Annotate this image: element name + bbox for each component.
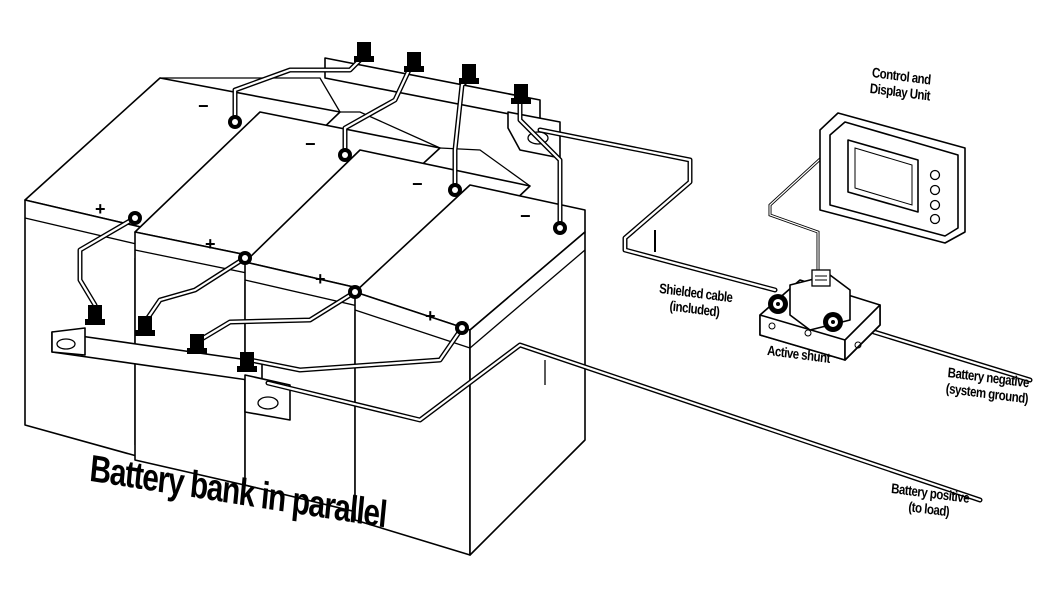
svg-text:+: +	[425, 306, 436, 326]
polarity-marks: − + − + − + − +	[95, 96, 531, 326]
busbar-bolts	[85, 42, 531, 372]
active-shunt	[759, 269, 881, 361]
svg-text:+: +	[205, 234, 216, 254]
battery-terminals	[128, 115, 567, 335]
svg-text:+: +	[315, 269, 326, 289]
svg-text:−: −	[520, 206, 531, 226]
positive-busbar	[51, 327, 291, 421]
svg-text:−: −	[198, 96, 209, 116]
interconnect-wires	[77, 57, 563, 373]
battery-4-side	[469, 231, 586, 556]
shielded-cable-line	[654, 148, 832, 282]
positive-cable	[265, 342, 983, 503]
svg-text:−: −	[412, 174, 423, 194]
svg-text:−: −	[305, 134, 316, 154]
svg-text:+: +	[95, 199, 106, 219]
negative-cable	[537, 127, 778, 293]
control-display-unit	[819, 112, 966, 244]
